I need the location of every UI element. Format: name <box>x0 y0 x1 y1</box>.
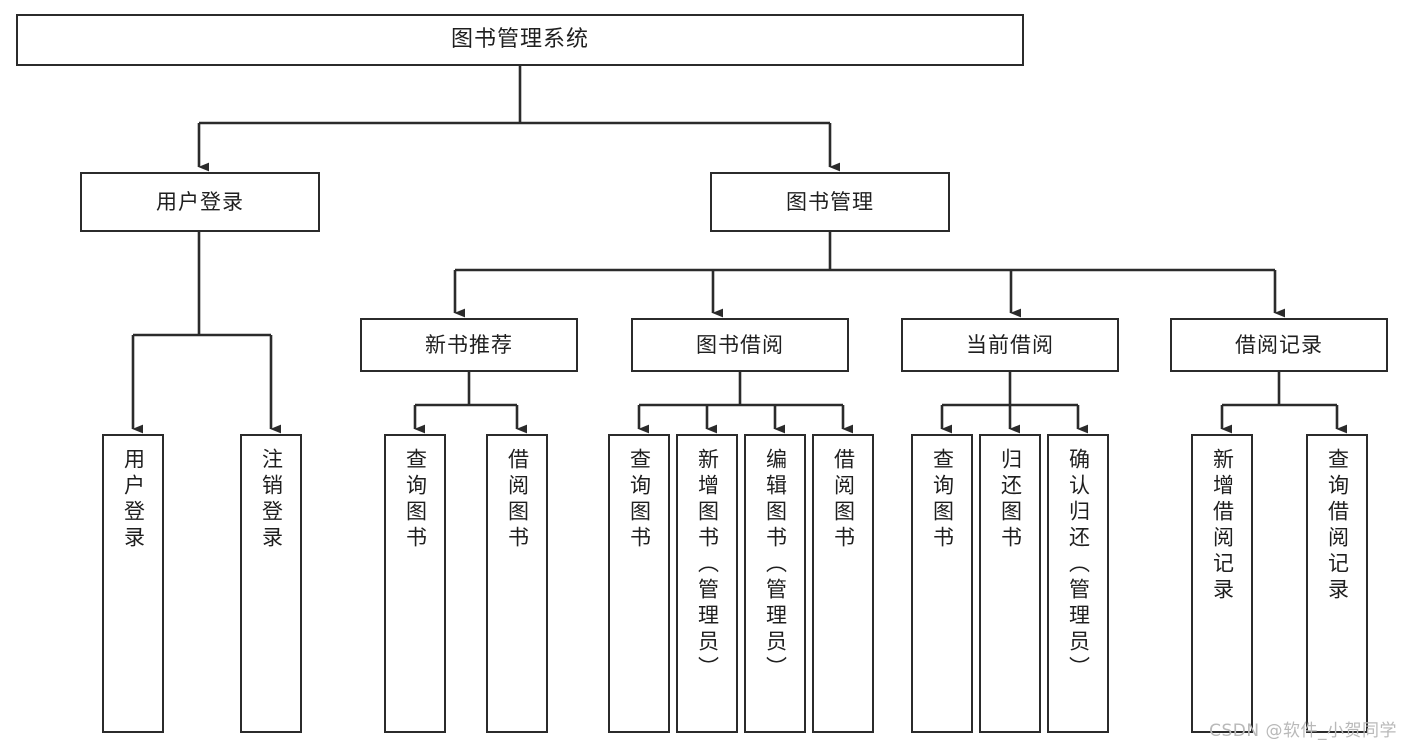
node-book-borrow[interactable]: 图书借阅 <box>631 318 849 372</box>
node-user-login[interactable]: 用户登录 <box>80 172 320 232</box>
node-label: 编辑图书（管理员） <box>763 448 788 682</box>
leaf-new-book-borrow[interactable]: 借阅图书 <box>486 434 548 733</box>
node-label: 图书借阅 <box>696 332 784 357</box>
leaf-current-query-book[interactable]: 查询图书 <box>911 434 973 733</box>
node-label: 借阅记录 <box>1235 332 1323 357</box>
node-current-borrow[interactable]: 当前借阅 <box>901 318 1119 372</box>
node-label: 新书推荐 <box>425 332 513 357</box>
node-label: 新增图书（管理员） <box>695 448 720 682</box>
node-label: 查询借阅记录 <box>1325 448 1350 604</box>
node-new-book-recommend[interactable]: 新书推荐 <box>360 318 578 372</box>
node-label: 新增借阅记录 <box>1210 448 1235 604</box>
leaf-current-confirm-return-admin[interactable]: 确认归还（管理员） <box>1047 434 1109 733</box>
leaf-user-login-login[interactable]: 用户登录 <box>102 434 164 733</box>
node-label: 借阅图书 <box>831 448 856 552</box>
leaf-borrow-add-book-admin[interactable]: 新增图书（管理员） <box>676 434 738 733</box>
leaf-record-query-record[interactable]: 查询借阅记录 <box>1306 434 1368 733</box>
node-borrow-record[interactable]: 借阅记录 <box>1170 318 1388 372</box>
csdn-watermark: CSDN @软件_小贺同学 <box>1209 721 1397 741</box>
node-label: 借阅图书 <box>505 448 530 552</box>
leaf-borrow-query-book[interactable]: 查询图书 <box>608 434 670 733</box>
node-label: 当前借阅 <box>966 332 1054 357</box>
node-label: 图书管理系统 <box>450 27 589 53</box>
node-label: 查询图书 <box>403 448 428 552</box>
node-root-system[interactable]: 图书管理系统 <box>16 14 1024 66</box>
node-label: 图书管理 <box>786 189 874 214</box>
leaf-borrow-edit-book-admin[interactable]: 编辑图书（管理员） <box>744 434 806 733</box>
leaf-new-book-query[interactable]: 查询图书 <box>384 434 446 733</box>
node-label: 查询图书 <box>627 448 652 552</box>
node-label: 确认归还（管理员） <box>1066 448 1091 682</box>
leaf-user-login-logout[interactable]: 注销登录 <box>240 434 302 733</box>
node-label: 用户登录 <box>121 448 146 552</box>
node-label: 用户登录 <box>156 189 244 214</box>
node-label: 注销登录 <box>259 448 284 552</box>
node-book-management[interactable]: 图书管理 <box>710 172 950 232</box>
leaf-record-add-record[interactable]: 新增借阅记录 <box>1191 434 1253 733</box>
node-label: 归还图书 <box>998 448 1023 552</box>
node-label: 查询图书 <box>930 448 955 552</box>
leaf-borrow-borrow-book[interactable]: 借阅图书 <box>812 434 874 733</box>
leaf-current-return-book[interactable]: 归还图书 <box>979 434 1041 733</box>
